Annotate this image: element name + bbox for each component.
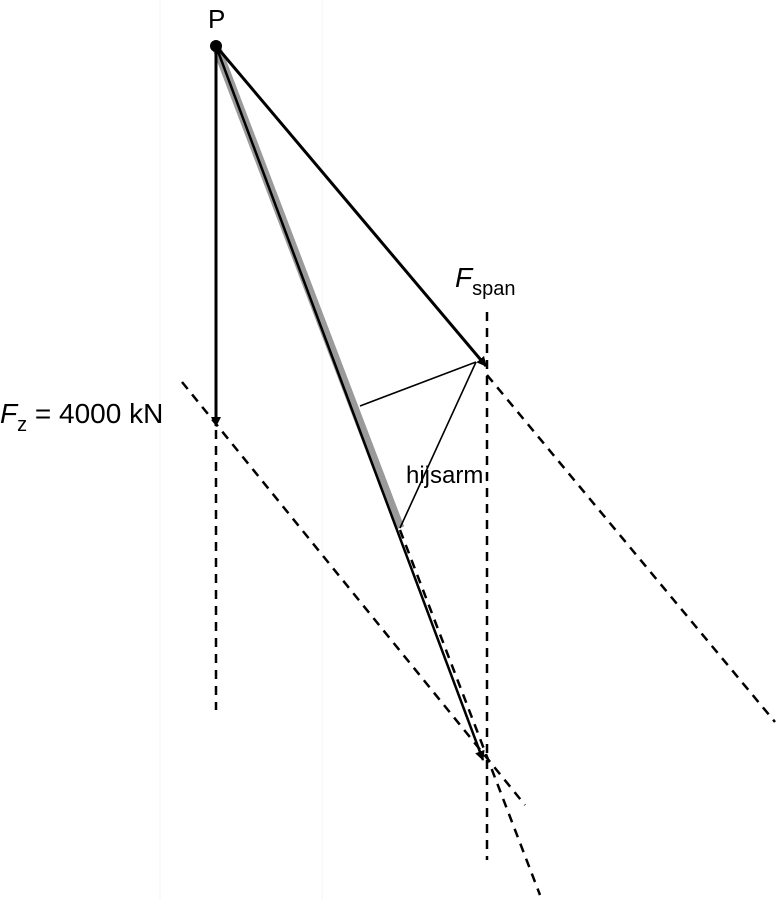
point-p-marker [210,40,222,52]
leader-line-lower [399,361,477,529]
fz-symbol: F [0,398,18,429]
boom-label: hijsarm [406,462,484,489]
boom-extension-line [398,529,542,896]
fz-label: Fz = 4000 kN [0,398,164,436]
fz-subscript: z [17,414,28,436]
fspan-symbol: F [455,262,473,293]
fspan-label: Fspan [455,262,515,300]
parallel-line-right [486,374,776,723]
fspan-subscript: span [472,278,516,300]
leader-line-upper [359,361,477,407]
parallel-line-left [181,381,526,806]
fz-value: = 4000 kN [27,398,164,429]
boom-force-arrow [214,45,485,761]
point-p-label: P [208,4,226,34]
fspan-arrow [214,45,488,367]
